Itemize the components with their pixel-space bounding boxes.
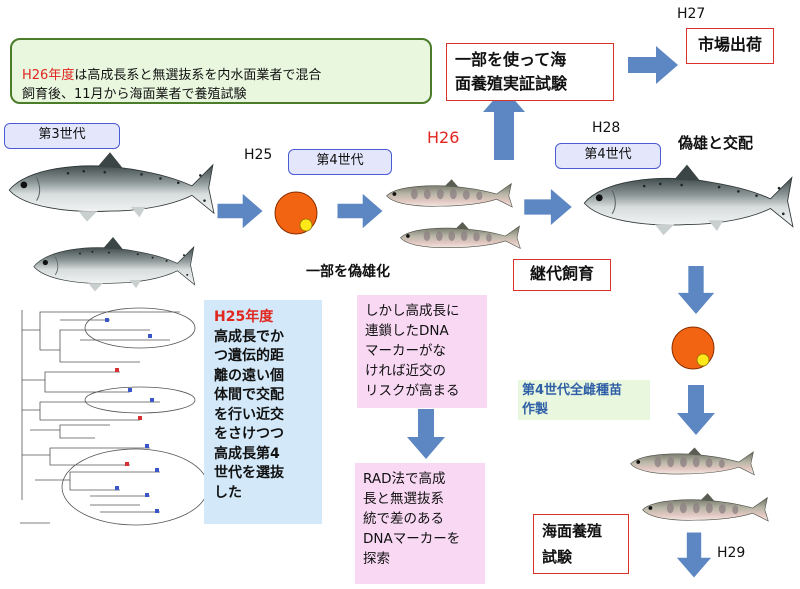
h26-fiscal-year-label: H26年度 bbox=[22, 68, 75, 83]
h25-selection-text: 高成長でか つ遺伝的距 離の遠い個 体間で交配 を行い近交 をさけつつ 高成長第… bbox=[214, 328, 284, 501]
egg-icon bbox=[671, 326, 715, 370]
all-female-seed-label: 第4世代全雌種苗 作製 bbox=[518, 380, 650, 420]
successive-rearing-box: 継代飼育 bbox=[513, 259, 611, 291]
salmon-adult-icon bbox=[583, 164, 794, 236]
arrow-icon bbox=[483, 88, 525, 160]
pseudo-male-mating-label: 偽雄と交配 bbox=[678, 134, 754, 152]
salmon-juvenile-icon bbox=[630, 447, 755, 476]
arrow-icon bbox=[524, 188, 572, 226]
h26-plan-text: は高成長系と無選抜系を内水面業者で混合 飼育後、11月から海面業者で養殖試験 bbox=[22, 68, 322, 102]
arrow-icon bbox=[407, 409, 445, 459]
arrow-icon bbox=[677, 385, 715, 435]
arrow-icon bbox=[677, 266, 715, 314]
h26-label: H26 bbox=[427, 128, 460, 147]
sea-trial-box: 一部を使って海 面養殖実証試験 bbox=[446, 43, 614, 101]
arrow-icon bbox=[676, 532, 712, 578]
salmon-juvenile-icon bbox=[400, 221, 521, 249]
phylogenetic-tree-icon bbox=[105, 318, 159, 513]
arrow-icon bbox=[217, 193, 263, 229]
sex-reversal-label: 一部を偽雄化 bbox=[306, 264, 390, 280]
salmon-juvenile-icon bbox=[386, 178, 513, 208]
h25-label: H25 bbox=[244, 147, 273, 163]
gen4-box-left: 第4世代 bbox=[288, 149, 392, 175]
h28-label: H28 bbox=[592, 120, 621, 136]
rad-marker-search-note: RAD法で高成 長と無選抜系 統で差のある DNAマーカーを 探索 bbox=[355, 463, 485, 584]
sea-culture-test-box: 海面養殖 試験 bbox=[533, 514, 629, 574]
h29-label: H29 bbox=[717, 545, 746, 561]
gen4-box-right: 第4世代 bbox=[555, 143, 661, 169]
h25-fiscal-year-label: H25年度 bbox=[214, 309, 274, 325]
gen3-box: 第3世代 bbox=[4, 123, 120, 149]
inbreeding-risk-note: しかし高成長に 連鎖したDNA マーカーがな ければ近交の リスクが高まる bbox=[357, 295, 487, 408]
h27-label: H27 bbox=[677, 6, 706, 22]
h26-plan-note: H26年度は高成長系と無選抜系を内水面業者で混合 飼育後、11月から海面業者で養… bbox=[10, 38, 432, 104]
market-shipment-box: 市場出荷 bbox=[686, 28, 774, 64]
salmon-juvenile-icon bbox=[642, 492, 769, 522]
arrow-icon bbox=[628, 46, 678, 84]
egg-icon bbox=[274, 191, 318, 235]
salmon-adult-icon bbox=[8, 151, 215, 223]
phylogenetic-tree-icon bbox=[20, 307, 209, 526]
arrow-icon bbox=[337, 193, 383, 229]
h25-selection-note: H25年度高成長でか つ遺伝的距 離の遠い個 体間で交配 を行い近交 をさけつつ… bbox=[204, 300, 322, 524]
salmon-adult-icon bbox=[33, 236, 196, 292]
